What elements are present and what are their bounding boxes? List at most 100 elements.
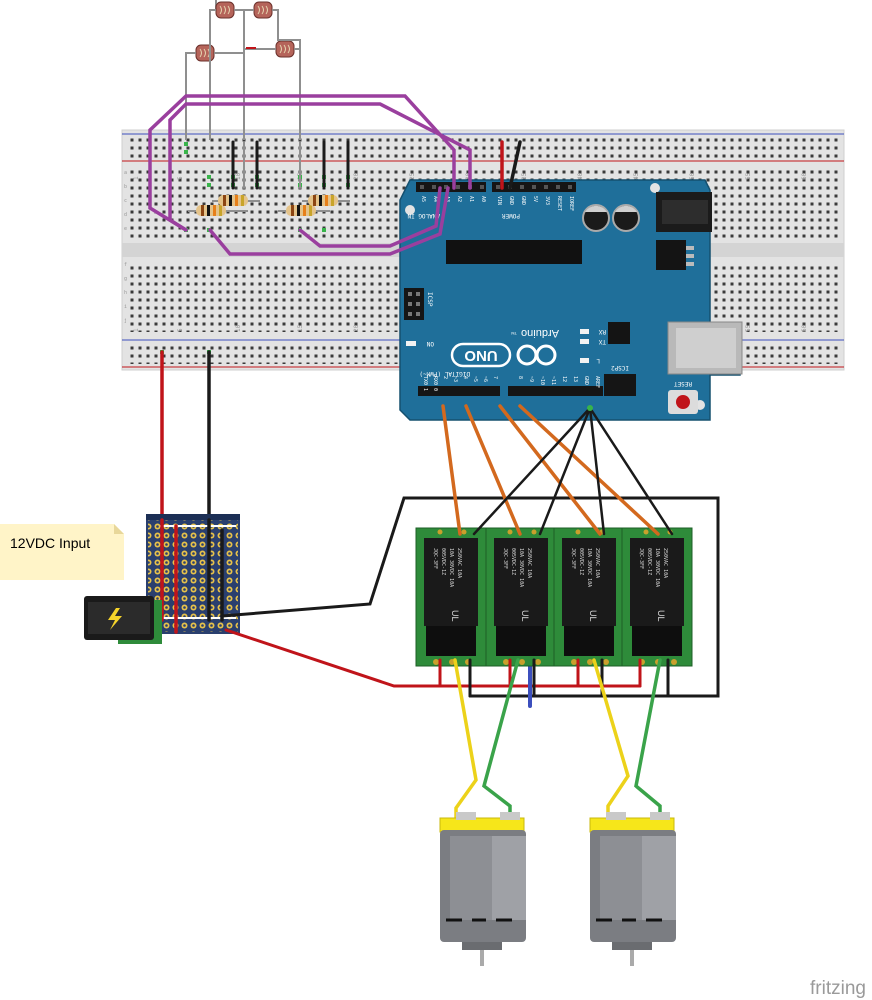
pin-label: A2 xyxy=(456,196,462,202)
pin-label: 8 xyxy=(517,376,523,379)
fritzing-watermark: fritzing xyxy=(810,978,866,999)
relay-mark: UL xyxy=(656,610,666,622)
digital-header-high xyxy=(418,386,500,396)
pin-label: 4 xyxy=(462,376,468,379)
breadboard-column-number: 5 xyxy=(177,328,184,332)
pin-label: IOREF xyxy=(568,196,574,211)
reset-label: RESET xyxy=(674,380,692,387)
resistor xyxy=(212,195,260,206)
breadboard-row-letter: c xyxy=(124,198,127,204)
relay-label: 250VAC 10A xyxy=(526,548,532,578)
relay-label: 005VDC-1Z xyxy=(578,548,584,575)
pin-label: RX0 0 xyxy=(432,376,438,391)
relay-label: 10A 30VDC 10A xyxy=(448,548,454,587)
breadboard-row-letter: d xyxy=(124,212,127,218)
relay-mark: UL xyxy=(450,610,460,622)
pin-label: 2 xyxy=(442,376,448,379)
breadboard-column-number: 5 xyxy=(177,176,184,180)
relay-ground-wires xyxy=(472,405,674,536)
breadboard-column-number: 25 xyxy=(409,172,416,180)
breadboard-column-number: 1 xyxy=(133,328,140,332)
breadboard-column-number: 35 xyxy=(521,172,528,180)
breadboard-column-number: 10 xyxy=(235,324,242,332)
pin-label: A5 xyxy=(420,196,426,202)
breadboard-column-number: 40 xyxy=(577,172,584,180)
dc-power-jack xyxy=(84,596,162,644)
usb-chip xyxy=(608,322,630,344)
breadboard-column-number: 60 xyxy=(801,324,808,332)
infinity-icon xyxy=(516,344,557,366)
photoresistor xyxy=(253,1,273,19)
rx-label: RX xyxy=(598,328,606,335)
relay-label: 10A 30VDC 10A xyxy=(654,548,660,587)
on-label: ON xyxy=(426,340,434,347)
voltage-regulator xyxy=(656,240,686,270)
arduino-power-wires xyxy=(500,140,522,190)
photoresistor xyxy=(215,0,235,19)
relay-label: 10A 30VDC 10A xyxy=(518,548,524,587)
pin-label: 3V3 xyxy=(544,196,550,205)
relay-label: 250VAC 10A xyxy=(594,548,600,578)
icsp-label: ICSP xyxy=(426,292,433,307)
pin-label: ~9 xyxy=(528,376,534,382)
relay-label: 005VDC-1Z xyxy=(510,548,516,575)
breadboard-row-letter: a xyxy=(124,170,127,176)
breadboard-row-letter: g xyxy=(124,276,127,282)
relay-label: 250VAC 10A xyxy=(662,548,668,578)
input-note: 12VDC Input xyxy=(0,524,124,580)
pin-label: VIN xyxy=(496,196,502,205)
arduino-logo: UNO Arduino TM xyxy=(450,327,559,368)
breadboard-row-letter: b xyxy=(124,184,127,190)
breadboard-column-number: 10 xyxy=(235,172,242,180)
analog-header xyxy=(416,182,486,192)
led-on xyxy=(406,341,416,346)
pin-label: GND xyxy=(520,196,526,205)
relay-label: 10A 30VDC 10A xyxy=(586,548,592,587)
breadboard-row-letter: j xyxy=(124,318,127,324)
relay-signal-wires xyxy=(441,404,660,536)
pin-label: ~6 xyxy=(482,376,488,382)
pin-label: 7 xyxy=(492,376,498,379)
icsp2-header xyxy=(604,374,636,396)
top-power-rail xyxy=(130,138,840,158)
pin-label: ~5 xyxy=(472,376,478,382)
led-rx xyxy=(580,329,589,334)
relay-label: JQC-3FF xyxy=(570,548,576,569)
dc-motor xyxy=(589,812,676,966)
breadboard-column-number: 45 xyxy=(633,172,640,180)
trademark-label: TM xyxy=(511,331,517,336)
relay-mark: UL xyxy=(588,610,598,622)
tx-label: TX xyxy=(598,338,606,345)
breadboard-column-number: 20 xyxy=(353,324,360,332)
relay-label: 005VDC-1Z xyxy=(646,548,652,575)
led-tx xyxy=(580,339,589,344)
breadboard-row-letter: e xyxy=(124,226,127,232)
led-l xyxy=(580,358,589,363)
relay-label: JQC-3FF xyxy=(638,548,644,569)
pin-label: A0 xyxy=(480,196,486,202)
reset-button xyxy=(668,390,698,414)
relay-mark: UL xyxy=(520,610,530,622)
logo-text: Arduino xyxy=(521,327,559,339)
photoresistors xyxy=(185,0,301,140)
digital-label: DIGITAL (PWM~) xyxy=(419,370,470,377)
resistor xyxy=(278,205,330,216)
resistor xyxy=(302,195,350,206)
capacitors xyxy=(582,204,640,232)
pin-label: ~10 xyxy=(539,376,545,385)
breadboard-column-number: 15 xyxy=(297,324,304,332)
pin-label: ~3 xyxy=(452,376,458,382)
pin-label: A4 xyxy=(432,196,438,202)
breadboard-row-letter: f xyxy=(124,262,127,268)
breadboard-column-number: 55 xyxy=(745,172,752,180)
pin-label: 5V xyxy=(532,196,538,202)
pin-label: RESET xyxy=(556,196,562,211)
model-label: UNO xyxy=(464,347,498,364)
